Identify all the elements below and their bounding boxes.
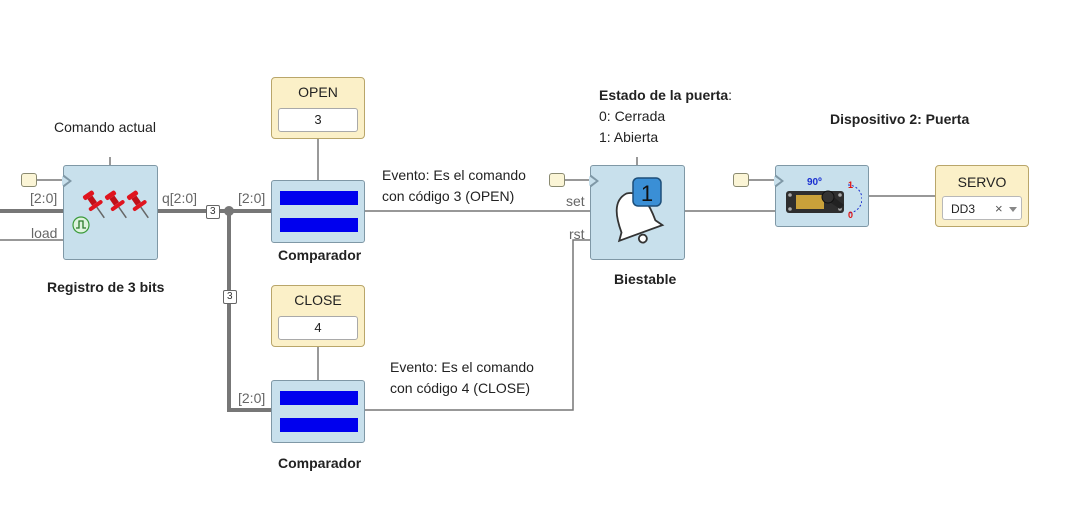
- door-state-closed: 0: Cerrada: [599, 108, 666, 124]
- comando-actual-label: Comando actual: [54, 119, 156, 135]
- event-close-line-2: con código 4 (CLOSE): [390, 380, 531, 396]
- event-open-line-1: Evento: Es el comando: [382, 167, 526, 183]
- door-state-heading: Estado de la puerta:: [599, 87, 732, 103]
- biestable-value-text: 1: [641, 181, 653, 206]
- servo-mark-0: 0: [848, 210, 853, 220]
- servo-pin-selected-value: DD3: [951, 202, 976, 216]
- register-input-port-label: [2:0]: [30, 190, 58, 206]
- biestable-clock-input[interactable]: [549, 173, 565, 187]
- device-title: Dispositivo 2: Puerta: [830, 111, 970, 127]
- close-constant-block[interactable]: CLOSE 4: [271, 285, 365, 347]
- clock-triangle-icon: [589, 174, 599, 188]
- comparator-open-input-label: [2:0]: [238, 190, 266, 206]
- bus-branch-down-wire: [227, 211, 272, 412]
- equals-bar-top: [280, 191, 358, 205]
- push-pins-icon: [82, 190, 149, 219]
- servo-pin-select[interactable]: DD3 ×: [942, 196, 1022, 220]
- servo-angle-text: 90º: [807, 177, 822, 188]
- door-state-open: 1: Abierta: [599, 129, 659, 145]
- equals-bar-top: [280, 391, 358, 405]
- comparator-close-block[interactable]: [271, 380, 365, 443]
- open-constant-value[interactable]: 3: [278, 108, 358, 132]
- comparator-open-title: Comparador: [278, 247, 362, 263]
- event-close-line-1: Evento: Es el comando: [390, 359, 534, 375]
- register-block[interactable]: [62, 165, 158, 260]
- door-state-colon: :: [728, 87, 733, 103]
- biestable-title: Biestable: [614, 271, 677, 287]
- register-title: Registro de 3 bits: [47, 279, 165, 295]
- register-load-port-label: load: [31, 225, 58, 241]
- clock-triangle-icon: [62, 174, 72, 188]
- equals-bar-bottom: [280, 418, 358, 432]
- servo-motor-icon: 90º 1 0: [786, 177, 862, 220]
- register-output-port-label: q[2:0]: [162, 190, 198, 206]
- open-constant-block[interactable]: OPEN 3: [271, 77, 365, 139]
- biestable-rst-port-label: rst: [569, 226, 585, 242]
- bus-junction-dot: [224, 206, 234, 216]
- servo-mark-1: 1: [848, 180, 853, 190]
- bell-icon: 1: [615, 177, 665, 244]
- event-open-line-2: con código 3 (OPEN): [382, 188, 515, 204]
- biestable-block[interactable]: 1: [589, 165, 685, 260]
- servo-pin-block[interactable]: SERVO DD3 ×: [935, 165, 1029, 227]
- close-constant-title: CLOSE: [294, 292, 342, 308]
- clock-triangle-icon: [774, 174, 784, 188]
- close-constant-value[interactable]: 4: [278, 316, 358, 340]
- servo-block[interactable]: 90º 1 0: [774, 165, 869, 227]
- bus-width-badge: 3: [206, 205, 220, 219]
- biestable-set-port-label: set: [566, 193, 585, 209]
- open-constant-title: OPEN: [298, 84, 338, 100]
- bus-width-badge: 3: [223, 290, 237, 304]
- comparator-close-title: Comparador: [278, 455, 362, 471]
- equals-bar-bottom: [280, 218, 358, 232]
- comparator-open-block[interactable]: [271, 180, 365, 243]
- servo-pin-title: SERVO: [957, 174, 1007, 190]
- chevron-down-icon[interactable]: [1009, 207, 1017, 212]
- clear-icon[interactable]: ×: [995, 201, 1003, 216]
- comparator-close-input-label: [2:0]: [238, 390, 266, 406]
- register-clock-input[interactable]: [21, 173, 37, 187]
- door-state-title: Estado de la puerta: [599, 87, 729, 103]
- servo-clock-input[interactable]: [733, 173, 749, 187]
- pulse-icon: [72, 216, 90, 234]
- cmp2-to-rst-wire: [365, 239, 590, 411]
